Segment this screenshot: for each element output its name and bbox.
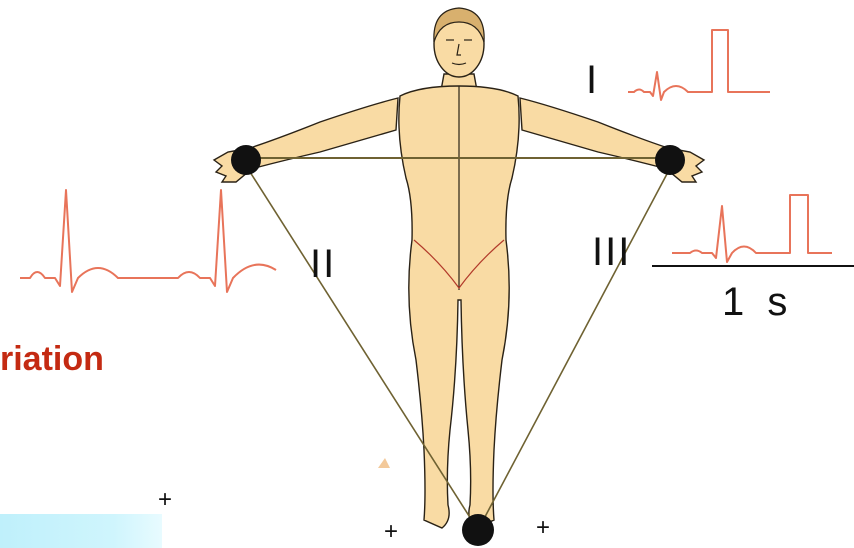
- time-scale-label: 1 s: [722, 282, 793, 322]
- triangle-marker: [378, 458, 390, 468]
- plus-right-foot-label: +: [536, 516, 550, 540]
- lead-i-label: I: [586, 60, 599, 100]
- electrode-right-arm: [231, 145, 261, 175]
- ecg-trace-lead-i: [628, 30, 770, 100]
- lead-ii-label: II: [310, 244, 336, 284]
- electrode-foot: [462, 514, 494, 546]
- ecg-trace-lead-iii: [672, 195, 832, 262]
- cyan-box: [0, 514, 162, 548]
- ecg-trace-lead-ii: [20, 190, 276, 292]
- plus-arrow-label: +: [158, 488, 172, 512]
- plus-left-foot-label: +: [384, 520, 398, 544]
- deviation-text: riation: [0, 340, 104, 379]
- electrode-left-arm: [655, 145, 685, 175]
- lead-iii-label: III: [592, 232, 631, 272]
